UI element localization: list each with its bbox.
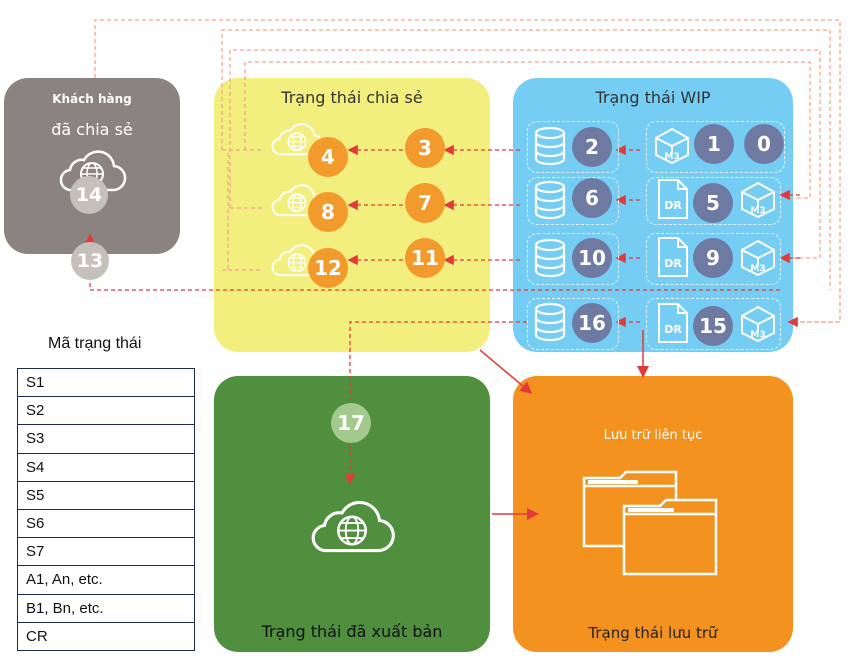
step-15: 15 xyxy=(693,306,733,346)
legend-row: B1, Bn, etc. xyxy=(17,593,195,623)
legend-row: S7 xyxy=(17,537,195,567)
document-label: DR xyxy=(664,323,682,336)
step-5: 5 xyxy=(693,183,733,223)
cube-icon: M3 xyxy=(741,305,775,343)
step-11: 11 xyxy=(405,238,445,278)
legend-row: S2 xyxy=(17,396,195,426)
step-8: 8 xyxy=(308,192,348,232)
step-3: 3 xyxy=(405,128,445,168)
shared-state-panel xyxy=(214,78,490,352)
cube-icon: M3 xyxy=(741,239,775,277)
database-icon xyxy=(534,126,566,166)
cube-label: M3 xyxy=(750,330,765,340)
legend-title: Mã trạng thái xyxy=(48,335,142,352)
legend-row: S6 xyxy=(17,508,195,539)
wip-box-dr-15 xyxy=(646,298,781,350)
archive-state-title: Trạng thái lưu trữ xyxy=(588,624,718,642)
cube-label: M3 xyxy=(750,206,765,216)
database-icon xyxy=(534,238,566,278)
document-icon: DR xyxy=(658,179,688,219)
step-12: 12 xyxy=(308,248,348,288)
wip-box-dr-5 xyxy=(646,177,781,225)
document-icon: DR xyxy=(658,303,688,343)
document-label: DR xyxy=(664,257,682,270)
wip-box-db-10 xyxy=(527,233,619,285)
wip-box-db-6 xyxy=(527,177,619,225)
step-2: 2 xyxy=(572,127,612,167)
folder-icon xyxy=(582,470,718,576)
step-9: 9 xyxy=(693,238,733,278)
document-icon: DR xyxy=(658,237,688,277)
step-4: 4 xyxy=(308,137,348,177)
legend-row: S3 xyxy=(17,424,195,454)
step-7: 7 xyxy=(405,183,445,223)
step-0: 0 xyxy=(744,124,784,164)
cube-icon: M3 xyxy=(655,127,689,165)
published-state-title: Trạng thái đã xuất bản xyxy=(261,622,443,641)
cube-icon: M3 xyxy=(741,181,775,219)
database-icon xyxy=(534,302,566,342)
legend-row: S4 xyxy=(17,452,195,482)
legend-row: S5 xyxy=(17,480,195,510)
step-10: 10 xyxy=(572,238,612,278)
step-13: 13 xyxy=(71,242,109,280)
customer-title-line2: đã chia sẻ xyxy=(51,120,133,139)
status-code-legend: S1 S2 S3 S4 S5 S6 S7 A1, An, etc. B1, Bn… xyxy=(17,367,195,651)
cloud-globe-icon xyxy=(311,500,395,553)
step-1: 1 xyxy=(694,124,734,164)
step-16: 16 xyxy=(572,303,612,343)
legend-row: CR xyxy=(17,621,195,651)
database-icon xyxy=(534,180,566,220)
step-6: 6 xyxy=(572,178,612,218)
wip-box-dr-9 xyxy=(646,233,781,285)
step-14: 14 xyxy=(70,176,108,214)
customer-title-line1: Khách hàng xyxy=(52,92,132,106)
legend-row: A1, An, etc. xyxy=(17,565,195,595)
cube-label: M3 xyxy=(750,264,765,274)
wip-box-db-2 xyxy=(527,121,619,173)
shared-state-title: Trạng thái chia sẻ xyxy=(281,88,423,107)
document-label: DR xyxy=(664,199,682,212)
wip-box-m3-1-0 xyxy=(646,121,785,173)
wip-state-title: Trạng thái WIP xyxy=(595,88,711,107)
cube-label: M3 xyxy=(664,152,679,162)
archive-subtitle: Lưu trữ liên tục xyxy=(603,428,703,443)
legend-row: S1 xyxy=(17,367,195,398)
customer-panel xyxy=(4,78,180,254)
wip-box-db-16 xyxy=(527,298,619,350)
step-17: 17 xyxy=(331,403,371,443)
